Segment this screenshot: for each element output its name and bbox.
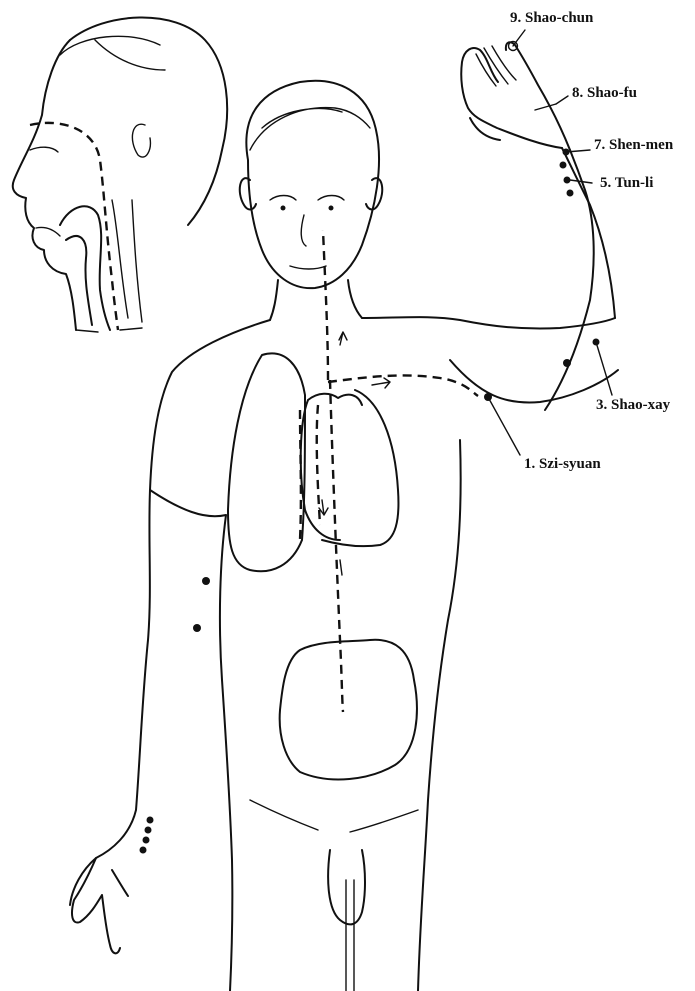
label-shen-men: 7. Shen-men [594, 138, 673, 153]
main-head [240, 81, 383, 320]
heart-meridian-path [300, 230, 478, 712]
point-tun-li-marker [560, 162, 567, 169]
label-szi-syuan: 1. Szi-syuan [524, 457, 601, 472]
point-shao-fu-marker [535, 104, 556, 110]
left-lung [322, 390, 398, 546]
label-shao-xay: 3. Shao-xay [596, 398, 670, 413]
organs [228, 353, 417, 779]
right-lung [228, 353, 305, 571]
label-shao-fu: 8. Shao-fu [572, 86, 637, 101]
profile-head-inset [13, 17, 227, 332]
main-body [70, 42, 618, 991]
label-shao-chun: 9. Shao-chun [510, 11, 593, 26]
point-shao-xay-marker [563, 359, 571, 367]
label-tun-li: 5. Tun-li [600, 176, 653, 191]
small-intestine [280, 640, 417, 780]
